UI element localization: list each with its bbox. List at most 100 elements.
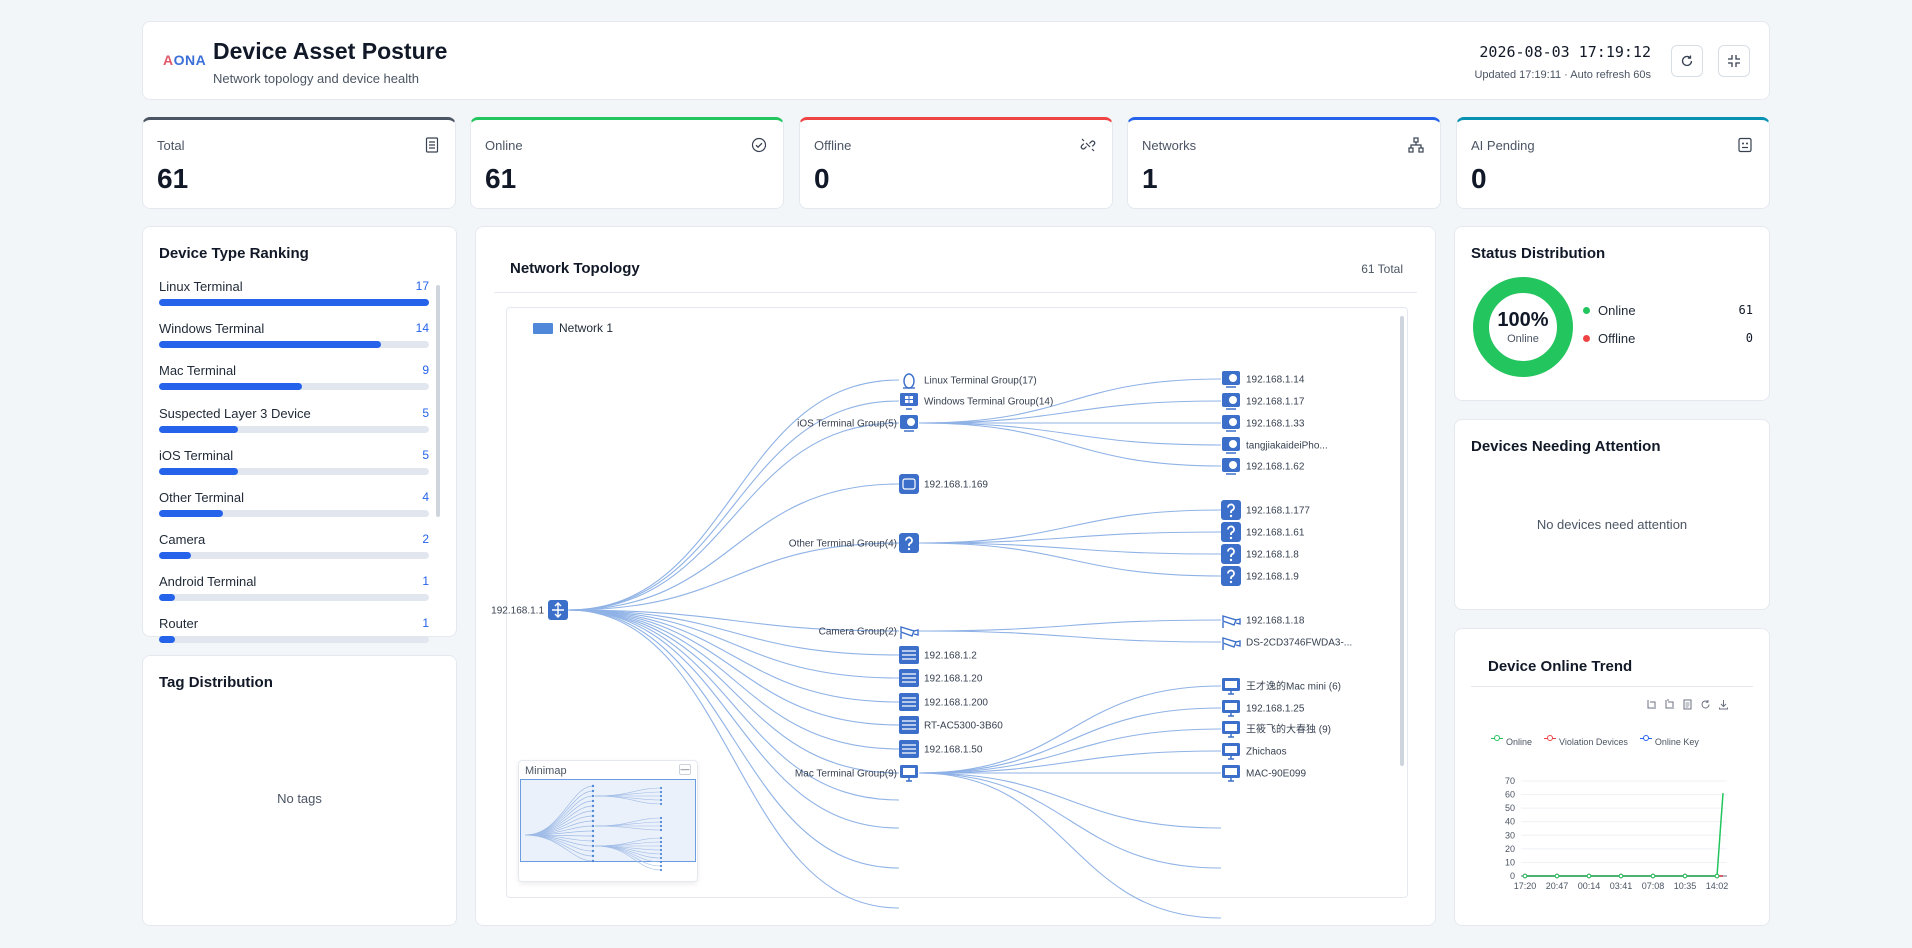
minimap-edge xyxy=(524,795,594,836)
topology-leaf-label: 王筱飞的大春独 (9) xyxy=(1246,723,1331,736)
minimap-node xyxy=(591,854,595,858)
minimap-node xyxy=(591,809,595,813)
scrollbar[interactable] xyxy=(436,285,440,517)
ranking-bar-fill xyxy=(159,594,175,601)
ranking-item-name: Other Terminal xyxy=(159,490,245,505)
minimap-node xyxy=(591,829,595,833)
question-icon[interactable] xyxy=(1221,544,1241,564)
minimap-node xyxy=(591,859,595,863)
topology-edge xyxy=(918,772,1222,919)
ranking-item-name: Mac Terminal xyxy=(159,363,237,378)
switch-icon[interactable] xyxy=(899,692,919,712)
linux-icon[interactable] xyxy=(899,370,919,390)
y-tick-label: 20 xyxy=(1505,844,1515,854)
minimap-node xyxy=(659,844,663,848)
windows-icon[interactable] xyxy=(899,391,919,411)
apple-icon[interactable] xyxy=(899,413,919,433)
legend-item[interactable]: Online xyxy=(1491,734,1532,747)
stat-label: Offline xyxy=(814,138,852,153)
monitor-icon[interactable] xyxy=(1221,741,1241,761)
minimap-edge xyxy=(524,834,594,857)
switch-icon[interactable] xyxy=(899,668,919,688)
topology-edge xyxy=(567,542,900,611)
router-icon[interactable] xyxy=(548,600,568,620)
ranking-item-count: 14 xyxy=(415,321,429,335)
apple-icon[interactable] xyxy=(1221,391,1241,411)
app-logo: AONA xyxy=(163,52,207,68)
question-icon[interactable] xyxy=(1221,500,1241,520)
zoom-icon[interactable] xyxy=(1646,699,1657,710)
switch-icon[interactable] xyxy=(899,715,919,735)
scrollbar[interactable] xyxy=(1400,316,1404,766)
monitor-icon[interactable] xyxy=(1221,676,1241,696)
camera-icon[interactable] xyxy=(1221,610,1241,630)
topology-root-label: 192.168.1.1 xyxy=(491,606,544,617)
apple-icon[interactable] xyxy=(1221,369,1241,389)
question-icon[interactable] xyxy=(899,533,919,553)
apple-icon[interactable] xyxy=(1221,435,1241,455)
minimap[interactable]: Minimap — xyxy=(518,760,698,882)
data-view-icon[interactable] xyxy=(1682,699,1693,710)
apple-icon[interactable] xyxy=(1221,413,1241,433)
topology-edge xyxy=(918,378,1222,424)
minimap-node xyxy=(659,802,663,806)
camera-icon[interactable] xyxy=(899,621,919,641)
devices-needing-attention-panel: Devices Needing Attention No devices nee… xyxy=(1454,419,1770,610)
topology-group-label: 192.168.1.20 xyxy=(924,674,983,685)
switch-icon[interactable] xyxy=(899,739,919,759)
ranking-bar-fill xyxy=(159,510,223,517)
minimap-node xyxy=(659,786,663,790)
panel-title: Device Type Ranking xyxy=(159,245,309,262)
switch-icon[interactable] xyxy=(899,645,919,665)
ranking-bar-fill xyxy=(159,341,382,348)
donut-center-label: Online xyxy=(1507,333,1539,345)
monitor-icon[interactable] xyxy=(1221,698,1241,718)
minimap-label: Minimap xyxy=(525,765,567,777)
download-icon[interactable] xyxy=(1718,699,1729,710)
apple-icon[interactable] xyxy=(1221,456,1241,476)
topology-leaf-label: 192.168.1.8 xyxy=(1246,550,1299,561)
ios-device-icon[interactable] xyxy=(899,474,919,494)
minimap-collapse-button[interactable]: — xyxy=(679,764,691,775)
topology-edge xyxy=(567,609,900,632)
topology-group-label: 192.168.1.50 xyxy=(924,745,983,756)
minimap-edge xyxy=(594,845,662,871)
legend-item[interactable]: Violation Devices xyxy=(1544,734,1628,747)
camera-icon[interactable] xyxy=(1221,632,1241,652)
topology-edge xyxy=(918,531,1222,544)
monitor-icon[interactable] xyxy=(1221,763,1241,783)
topology-edge xyxy=(567,422,900,611)
divider xyxy=(1471,686,1753,687)
topology-edge xyxy=(918,542,1222,577)
topology-group-label: iOS Terminal Group(5) xyxy=(797,419,897,430)
x-tick-label: 17:20 xyxy=(1514,881,1537,891)
refresh-button[interactable] xyxy=(1671,45,1703,77)
minimap-node xyxy=(659,824,663,828)
question-icon[interactable] xyxy=(1221,566,1241,586)
stat-value: 0 xyxy=(814,163,830,194)
minimap-node xyxy=(659,794,663,798)
topology-group-label: 192.168.1.2 xyxy=(924,651,977,662)
monitor-icon[interactable] xyxy=(899,763,919,783)
restore-icon[interactable] xyxy=(1700,699,1711,710)
zoom-reset-icon[interactable] xyxy=(1664,699,1675,710)
y-tick-label: 70 xyxy=(1505,776,1515,786)
legend-item[interactable]: Online Key xyxy=(1639,734,1699,747)
minimap-node xyxy=(659,856,663,860)
series-point xyxy=(1682,873,1688,879)
question-icon[interactable] xyxy=(1221,522,1241,542)
minimap-node xyxy=(591,794,595,798)
fullscreen-button[interactable] xyxy=(1718,45,1750,77)
minimap-viewport[interactable] xyxy=(520,779,696,872)
topology-leaf-label: 192.168.1.33 xyxy=(1246,419,1305,430)
stat-card-ai-pending: AI Pending 0 xyxy=(1456,117,1770,209)
refresh-icon xyxy=(1681,55,1693,67)
x-tick-label: 20:47 xyxy=(1546,881,1569,891)
legend-value: 61 xyxy=(1738,303,1753,317)
monitor-icon[interactable] xyxy=(1221,719,1241,739)
